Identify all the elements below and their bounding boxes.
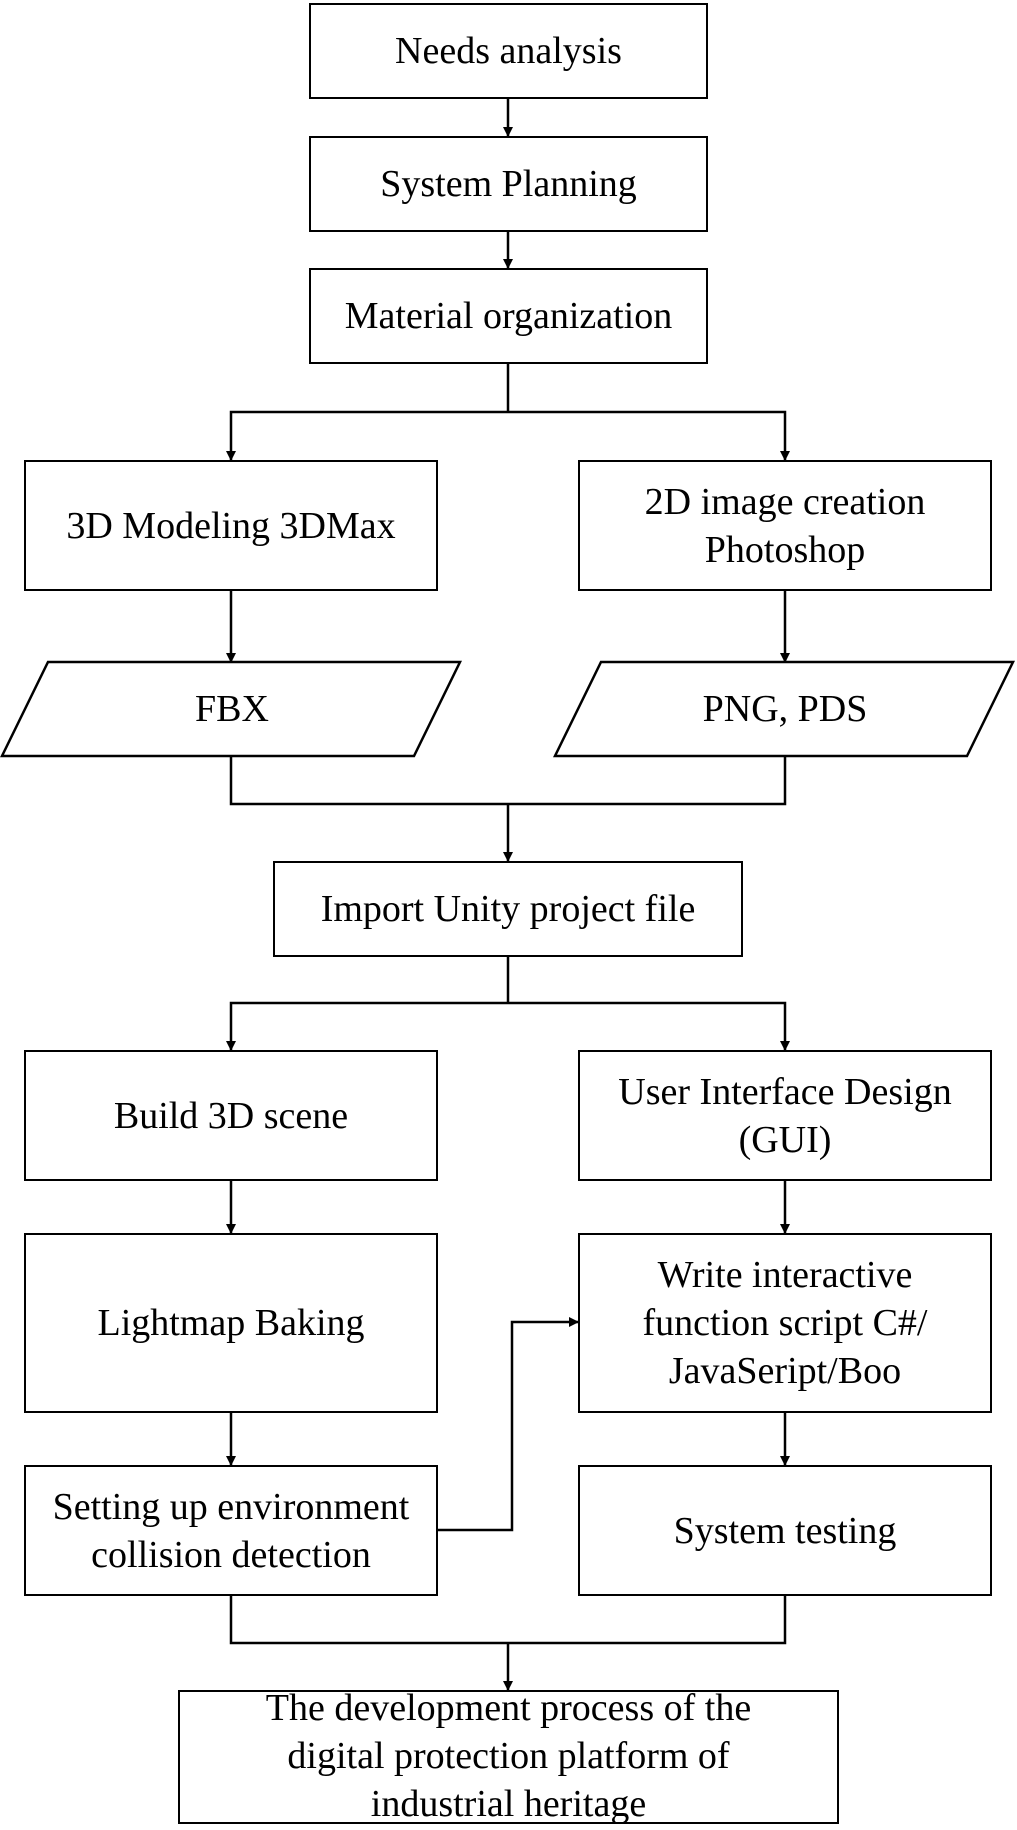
node-write-interactive-script: Write interactive function script C#/ Ja… (578, 1233, 992, 1413)
data-shapes (0, 660, 1016, 758)
node-import-unity-line-1: Import Unity project file (320, 888, 696, 930)
node-fbx-shape (0, 660, 463, 758)
node-material-organization: Material organization (309, 268, 708, 364)
node-build-3d-scene-line-1: Build 3D scene (113, 1094, 349, 1137)
node-3d-modeling: 3D Modeling 3DMax (24, 460, 438, 591)
node-write-interactive-script-line-1: Write interactive (657, 1254, 913, 1296)
node-fbx-text: FBX (195, 688, 269, 730)
node-final-line-2: digital protection platform of (287, 1735, 730, 1777)
node-png-pds-shape (552, 660, 1016, 758)
line-merge-formats (229, 756, 787, 806)
node-lightmap-baking-line-1: Lightmap Baking (97, 1302, 365, 1344)
node-png-pds-text: PNG, PDS (702, 688, 868, 730)
node-fbx-label: FBX (2, 662, 462, 756)
node-system-planning: System Planning (309, 136, 708, 232)
node-build-3d-scene: Build 3D scene (24, 1050, 438, 1181)
node-png-pds-label: PNG, PDS (555, 662, 1015, 756)
node-2d-image-creation-line-1: 2D image creation (644, 480, 926, 523)
arrow-to-3d-modeling (226, 410, 508, 461)
node-system-testing-line-1: System testing (673, 1509, 897, 1552)
node-needs-analysis-line-1: Needs analysis (395, 30, 622, 72)
node-final-development-process: The development process of the digital p… (178, 1690, 839, 1824)
node-final-line-3: industrial heritage (370, 1783, 647, 1824)
line-merge-final (229, 1596, 787, 1645)
node-write-interactive-script-line-3: JavaSeript/Boo (668, 1350, 902, 1392)
node-material-organization-line-1: Material organization (344, 295, 673, 337)
node-user-interface-design: User Interface Design (GUI) (578, 1050, 992, 1181)
node-final-line-1: The development process of the (265, 1690, 752, 1729)
node-collision-detection: Setting up environment collision detecti… (24, 1465, 438, 1596)
node-lightmap-baking: Lightmap Baking (24, 1233, 438, 1413)
arrow-collision-to-script (438, 1317, 579, 1532)
node-collision-detection-line-2: collision detection (91, 1533, 371, 1576)
node-user-interface-design-line-1: User Interface Design (618, 1070, 952, 1113)
node-3d-modeling-line-1: 3D Modeling 3DMax (66, 504, 396, 547)
node-2d-image-creation-line-2: Photoshop (704, 528, 866, 571)
node-2d-image-creation: 2D image creation Photoshop (578, 460, 992, 591)
node-collision-detection-line-1: Setting up environment (52, 1485, 410, 1528)
node-needs-analysis: Needs analysis (309, 3, 708, 99)
node-system-testing: System testing (578, 1465, 992, 1596)
node-user-interface-design-line-2: (GUI) (738, 1118, 832, 1161)
node-import-unity: Import Unity project file (273, 861, 743, 957)
arrow-to-ui-design (508, 1001, 790, 1051)
arrow-to-build-scene (226, 1001, 508, 1051)
node-system-planning-line-1: System Planning (380, 163, 637, 205)
node-write-interactive-script-line-2: function script C#/ (642, 1302, 928, 1344)
arrow-to-2d-image (508, 410, 790, 461)
connector-lines (226, 99, 790, 1691)
